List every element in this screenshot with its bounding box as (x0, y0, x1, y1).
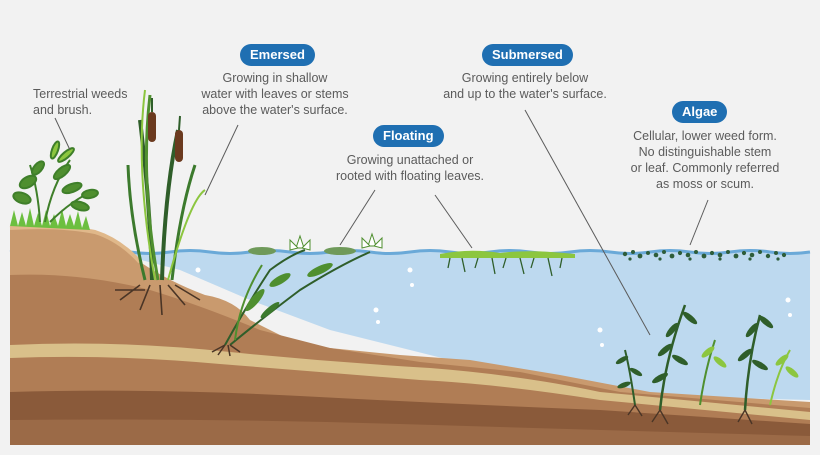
leader-emersed (204, 124, 239, 196)
algae-title: Algae (672, 101, 728, 123)
emersed-cattails (115, 89, 206, 316)
cattail-head-left (148, 112, 156, 142)
cattail-head-right (175, 130, 183, 162)
terrestrial-description: Terrestrial weeds and brush. (33, 86, 127, 118)
algae-line-1: Cellular, lower weed form. (633, 129, 777, 143)
terrestrial-weeds (12, 140, 99, 223)
floating-line-2: rooted with floating leaves. (335, 169, 484, 183)
leader-floating (339, 189, 376, 246)
floating-line-1: Growing unattached or (346, 153, 474, 167)
submersed-line-2: and up to the water's surface. (443, 87, 607, 101)
leader-terrestrial (54, 117, 71, 151)
water-lily-flower-left (289, 234, 311, 251)
leader-submersed-mat (434, 194, 473, 249)
lily-pad-right (324, 247, 356, 255)
leader-lines (54, 109, 709, 336)
water-surface (9, 249, 811, 255)
algae-scum (622, 250, 787, 261)
algae-description: Cellular, lower weed form. No distinguis… (625, 128, 785, 192)
water-body (110, 252, 810, 400)
submersed-title: Submersed (482, 44, 573, 66)
terrestrial-line-1: Terrestrial weeds (33, 87, 128, 101)
submersed-description: Growing entirely below and up to the wat… (440, 70, 610, 102)
submersed-line-1: Growing entirely below (461, 71, 589, 85)
floating-description: Growing unattached or rooted with floati… (330, 152, 490, 184)
floating-mat (440, 250, 575, 277)
submersed-plants (615, 304, 799, 425)
lily-pad-left (248, 247, 276, 255)
floating-title: Floating (373, 125, 444, 147)
bubbles (195, 267, 792, 347)
emersed-description: Growing in shallow water with leaves or … (200, 70, 350, 118)
soil-band-light (10, 343, 810, 420)
emersed-line-3: above the water's surface. (202, 103, 348, 117)
leader-submersed-plant (524, 109, 651, 336)
bank-grass (10, 208, 90, 230)
emersed-line-1: Growing in shallow (222, 71, 328, 85)
emersed-title: Emersed (240, 44, 315, 66)
floating-plant (211, 232, 383, 357)
algae-line-3: or leaf. Commonly referred (630, 161, 780, 175)
algae-line-4: as moss or scum. (656, 177, 754, 191)
leader-algae (689, 199, 709, 246)
emersed-line-2: water with leaves or stems (201, 87, 349, 101)
terrestrial-line-2: and brush. (33, 103, 93, 117)
soil-bottom (10, 419, 810, 445)
algae-line-2: No distinguishable stem (638, 145, 772, 159)
water-lily-flower-right (361, 232, 383, 249)
